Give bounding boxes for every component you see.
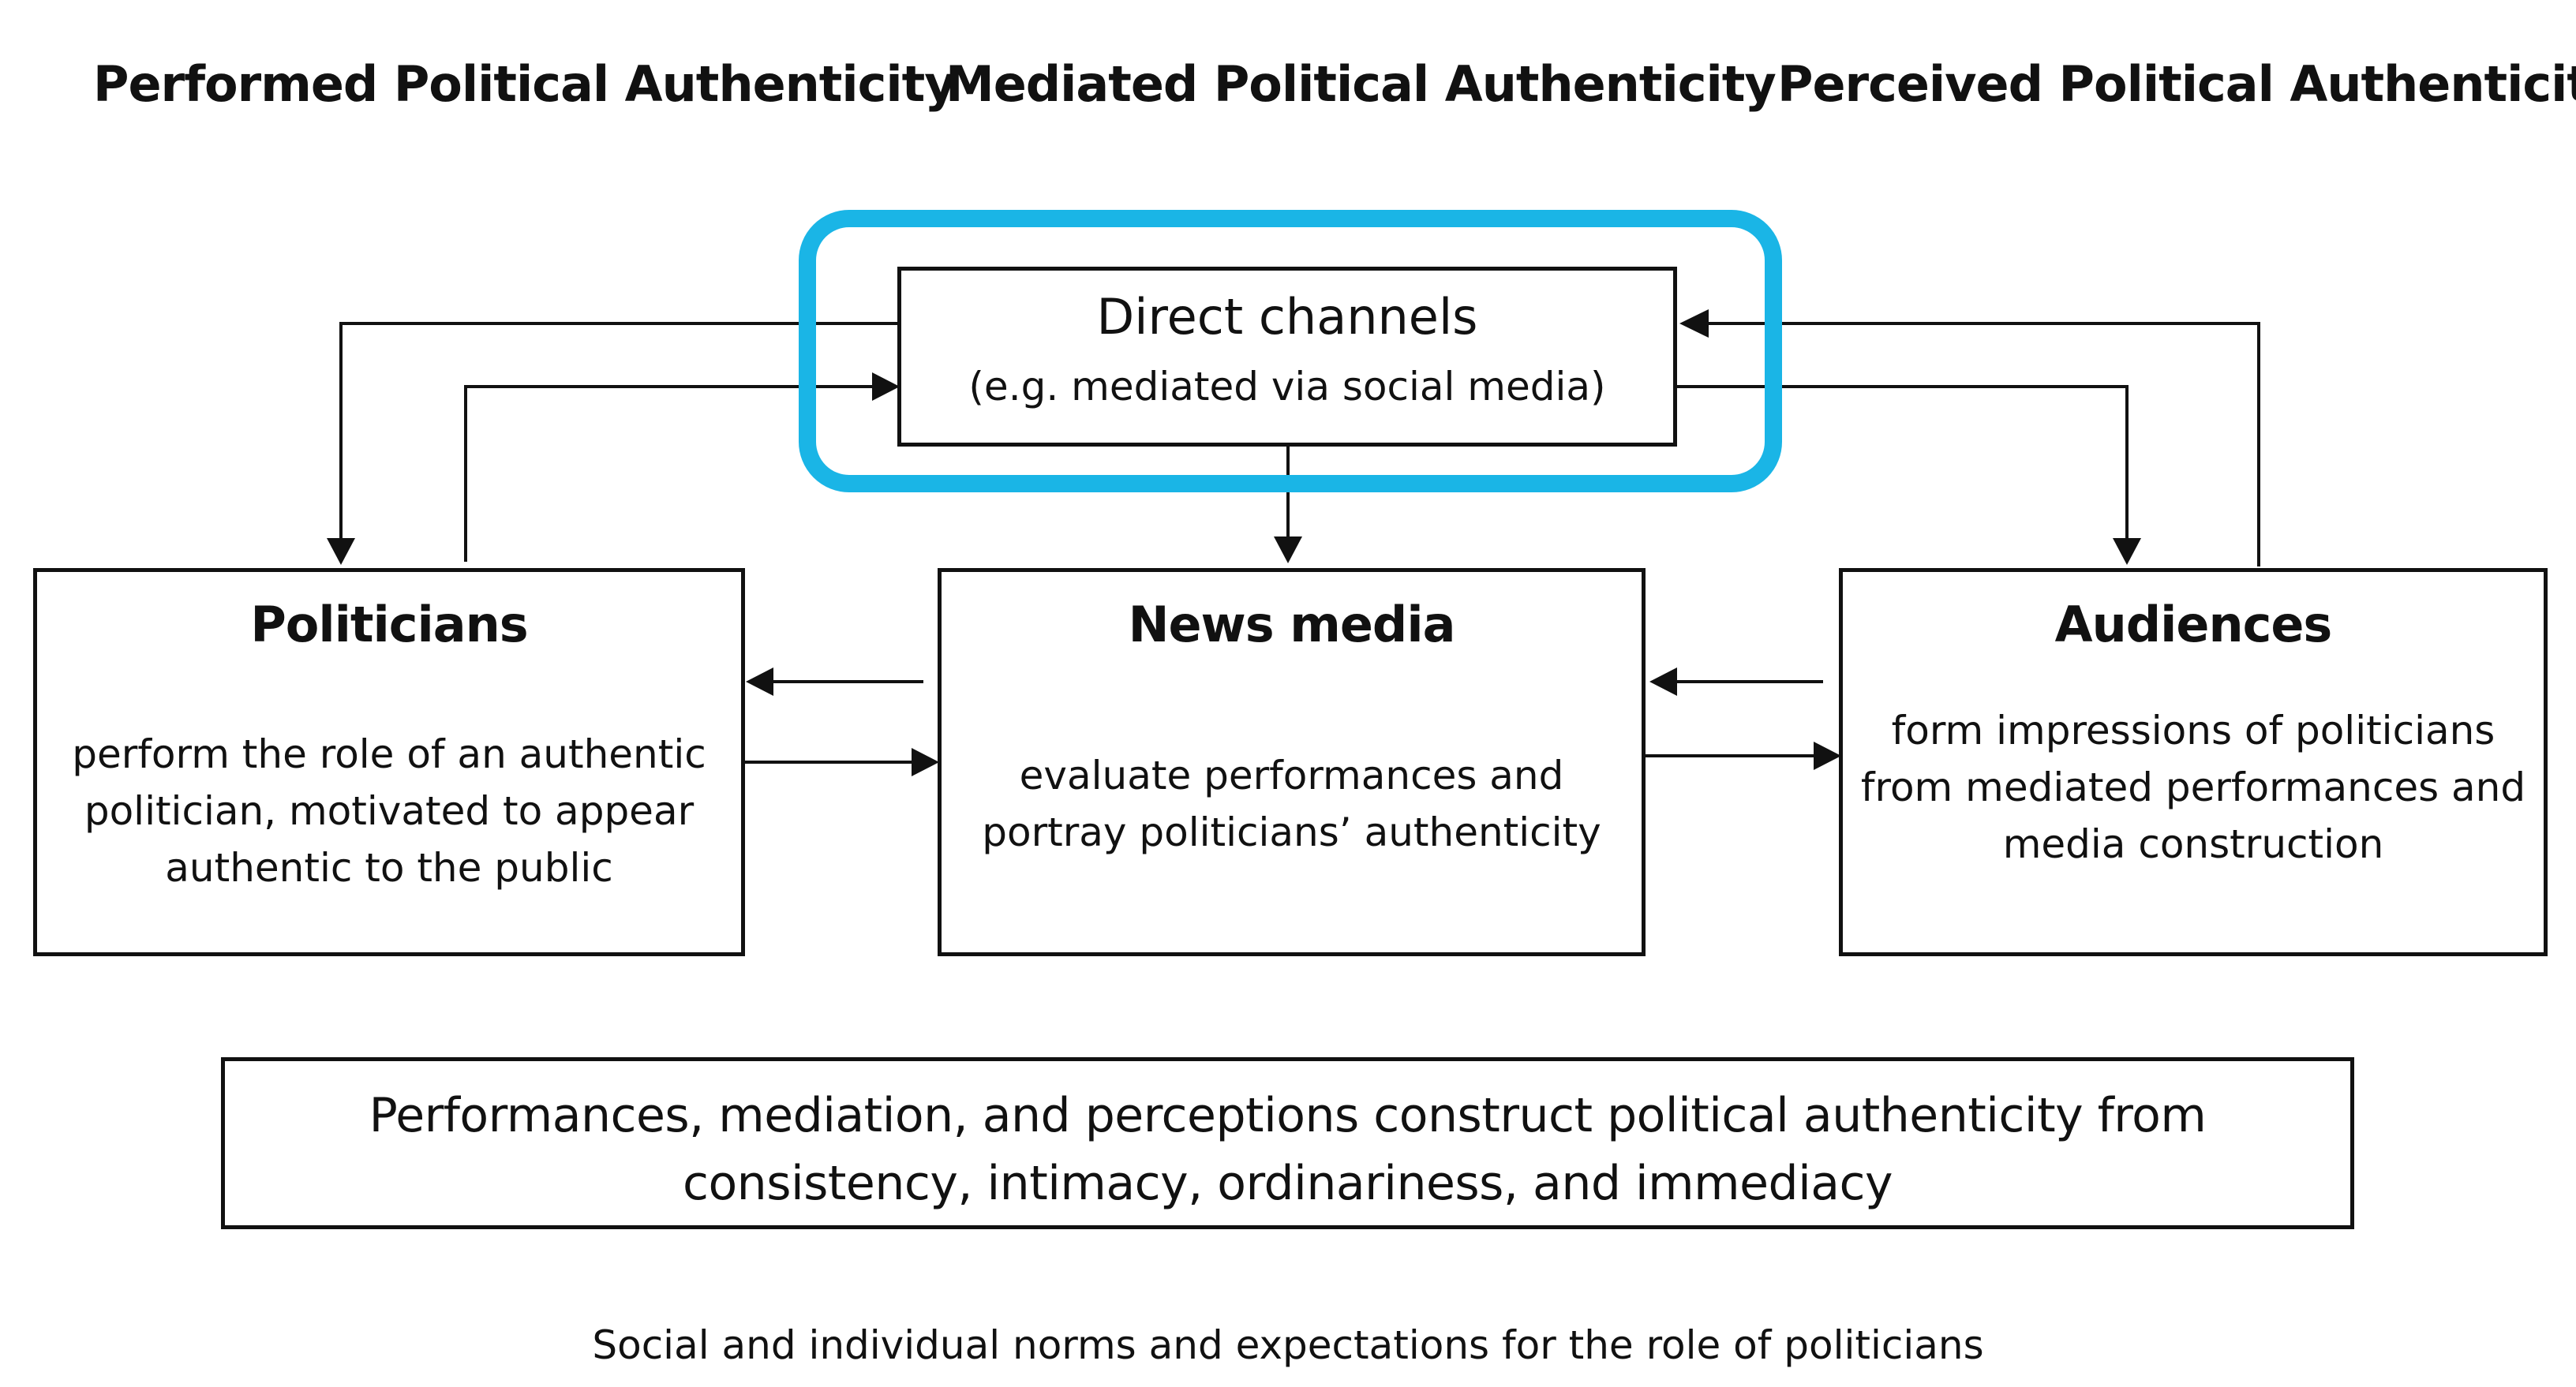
politicians-box: Politicians perform the role of an authe… [33,568,745,956]
summary-line-1: Performances, mediation, and perceptions… [369,1088,2207,1143]
arrowhead-into-audiences-top [2113,538,2141,565]
direct-channels-box: Direct channels (e.g. mediated via socia… [897,267,1677,447]
audiences-line-3: media construction [2002,821,2384,867]
heading-mediated-political-authenticity: Mediated Political Authenticity [945,55,1777,113]
heading-performed-political-authenticity: Performed Political Authenticity [93,55,957,113]
direct-channels-subtitle: (e.g. mediated via social media) [968,364,1606,409]
summary-box: Performances, mediation, and perceptions… [221,1057,2354,1229]
news-media-line-2: portray politicians’ authenticity [982,809,1601,855]
news-media-line-1: evaluate performances and [1019,753,1564,798]
news-media-box: News media evaluate performances and por… [938,568,1646,956]
audiences-line-1: form impressions of politicians [1891,708,2496,753]
arrowhead-into-direct-left [872,372,900,401]
politicians-line-2: politician, motivated to appear [84,788,695,834]
arrowhead-into-politicians-top [327,538,355,565]
audiences-line-2: from mediated performances and [1860,765,2526,810]
arrowhead-into-news-top [1274,536,1302,563]
arrowhead-into-politicians-right [746,667,773,696]
news-media-title: News media [1128,596,1456,653]
audiences-title: Audiences [2054,596,2333,653]
politicians-line-3: authentic to the public [165,845,613,891]
arrow-politicians-to-direct [464,385,892,562]
direct-channels-highlight [799,210,1782,492]
heading-perceived-political-authenticity: Perceived Political Authenticity [1777,55,2576,113]
audiences-box: Audiences form impressions of politician… [1839,568,2548,956]
news-media-description: evaluate performances and portray politi… [957,747,1626,861]
summary-line-2: consistency, intimacy, ordinariness, and… [682,1156,1893,1211]
audiences-description: form impressions of politicians from med… [1859,702,2528,873]
politicians-description: perform the role of an authentic politic… [53,726,725,896]
summary-text: Performances, mediation, and perceptions… [225,1082,2350,1217]
arrowhead-into-news-right [1649,667,1677,696]
arrow-direct-to-audiences [1677,385,2129,560]
politicians-line-1: perform the role of an authentic [72,731,706,777]
arrowhead-into-audiences-left [1814,742,1841,770]
arrow-audiences-to-direct [1689,322,2260,566]
arrowhead-into-direct-right [1679,309,1709,338]
footer-norms-text: Social and individual norms and expectat… [592,1322,1984,1368]
arrow-direct-to-politicians [339,322,897,560]
politicians-title: Politicians [250,596,528,653]
direct-channels-title: Direct channels [1096,288,1478,346]
arrowhead-into-news-left [912,748,939,776]
